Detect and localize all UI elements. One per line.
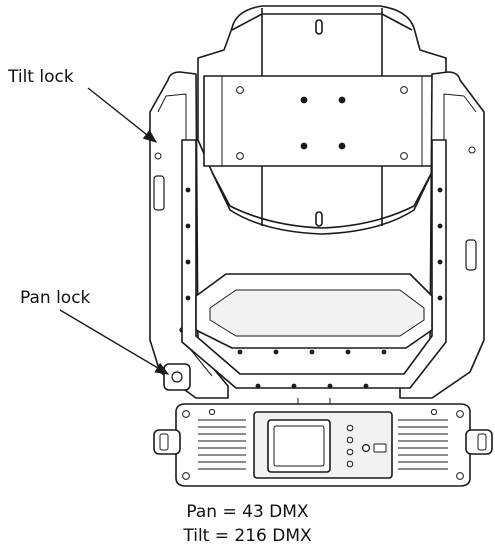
tilt-dmx-caption: Tilt = 216 DMX bbox=[183, 526, 312, 546]
base bbox=[153, 403, 493, 487]
tilt-lock-arrow bbox=[87, 87, 158, 143]
moving-head bbox=[197, 5, 447, 235]
pan-lock-label: Pan lock bbox=[20, 288, 91, 308]
pan-lock bbox=[163, 363, 191, 391]
pan-lock-arrow bbox=[59, 309, 170, 375]
vent-grille-left bbox=[198, 419, 246, 470]
vent-grille-right bbox=[398, 419, 448, 470]
pan-dmx-caption: Pan = 43 DMX bbox=[186, 502, 309, 522]
control-buttons bbox=[346, 424, 354, 468]
tilt-lock-label: Tilt lock bbox=[8, 67, 74, 87]
yoke-frame bbox=[181, 139, 447, 406]
